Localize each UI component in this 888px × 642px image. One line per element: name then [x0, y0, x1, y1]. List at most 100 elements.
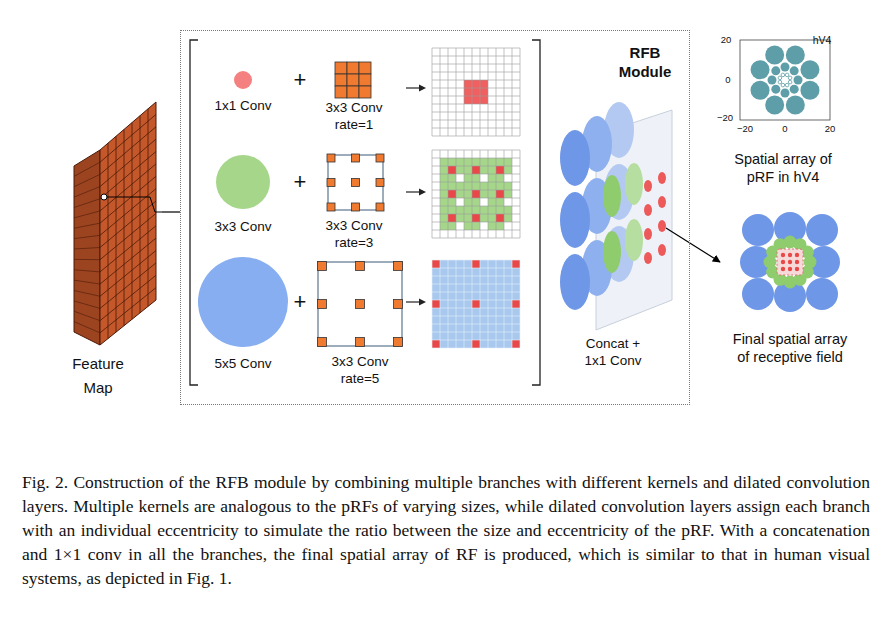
- prf-circle: [790, 85, 799, 94]
- kernel-cell: [376, 203, 384, 211]
- final-rf-panel: Final spatial array of receptive field: [720, 205, 860, 397]
- branch-arrow: [406, 301, 420, 302]
- grid-line: [432, 324, 520, 325]
- axis-tick: −20: [712, 113, 738, 123]
- kernel-rate-3: 3x3 Conv rate=3: [312, 152, 396, 255]
- branch-map: [658, 220, 666, 232]
- grid-cell: [472, 96, 480, 104]
- grid-line: [480, 260, 481, 348]
- feature-map-grid: [74, 109, 156, 339]
- prf-circle: [765, 95, 784, 114]
- grid-line: [440, 150, 441, 238]
- brick-line: [124, 129, 125, 325]
- grid-line: [432, 348, 520, 349]
- grid-cell: [456, 166, 464, 174]
- grid-cell: [448, 222, 456, 230]
- grid-cell: [456, 158, 464, 166]
- kernel-cell: [347, 74, 359, 86]
- grid-cell: [480, 158, 488, 166]
- grid-line: [464, 48, 465, 136]
- grid-line: [448, 150, 449, 238]
- grid-cell: [504, 158, 512, 166]
- grid-line: [432, 198, 520, 199]
- hv4-axes: [740, 40, 830, 120]
- feature-leader: [107, 197, 162, 212]
- grid-cell: [464, 88, 472, 96]
- kernel-cell: [335, 62, 347, 74]
- feature-point: [101, 194, 107, 200]
- arrow-head: [419, 85, 426, 92]
- grid-line: [472, 260, 473, 348]
- grid-line: [432, 120, 520, 121]
- grid-line: [432, 206, 520, 207]
- grid-line: [520, 150, 521, 238]
- brick-line: [140, 116, 141, 313]
- grid-cell: [472, 260, 480, 268]
- prf-circle: [781, 83, 785, 87]
- grid-cell: [464, 198, 472, 206]
- grid-cell: [480, 166, 488, 174]
- grid-cell: [488, 222, 496, 230]
- brick-line: [74, 162, 100, 176]
- prf-circle: [768, 76, 777, 85]
- branch-map: [603, 231, 621, 273]
- conv-3x3: 3x3 Conv: [205, 154, 281, 239]
- grid-line: [520, 48, 521, 136]
- prf-circle: [788, 80, 792, 84]
- grid-line: [504, 150, 505, 238]
- prf-circle: [788, 76, 792, 80]
- grid-cell: [440, 222, 448, 230]
- grid-cell: [440, 190, 448, 198]
- brick-line: [74, 223, 100, 228]
- receptive-grids: [432, 48, 520, 348]
- grid-line: [440, 48, 441, 136]
- grid-line: [440, 260, 441, 348]
- kernel-cell: [327, 154, 335, 162]
- kernel-cell: [376, 154, 384, 162]
- grid-cell: [480, 214, 488, 222]
- grid-cell: [480, 96, 488, 104]
- grid-cell: [496, 214, 504, 222]
- conv-5x5: 5x5 Conv: [195, 255, 291, 379]
- conv-5x5-circle: [198, 257, 288, 347]
- node-label: RFB Module: [614, 44, 676, 82]
- branch-map: [560, 254, 590, 310]
- grid-line: [456, 150, 457, 238]
- grid-line: [432, 214, 520, 215]
- grid-line: [488, 48, 489, 136]
- kernel-cell: [352, 203, 360, 211]
- kernel-cell: [318, 300, 327, 309]
- grid-line: [432, 276, 520, 277]
- grid-cell: [440, 214, 448, 222]
- rf-dot: [781, 253, 785, 257]
- branch-map: [658, 196, 666, 208]
- grid-line: [432, 56, 520, 57]
- grid-line: [432, 300, 520, 301]
- branch-map: [644, 252, 652, 264]
- grid-line: [432, 316, 520, 317]
- grid-line: [432, 268, 520, 269]
- node-label: hV4: [808, 34, 836, 47]
- rf-circle: [742, 214, 774, 246]
- axis-tick: 20: [819, 124, 841, 134]
- hv4-prf-array: [751, 46, 820, 115]
- brick-line: [74, 187, 100, 198]
- grid-cell: [448, 174, 456, 182]
- rf-dot: [795, 253, 799, 257]
- prf-circle: [778, 76, 782, 80]
- grid-line: [472, 48, 473, 136]
- grid-line: [432, 72, 520, 73]
- grid-line: [432, 260, 520, 261]
- brick-line: [74, 280, 100, 284]
- rf-circle: [742, 278, 774, 310]
- node-label: Final spatial array of receptive field: [725, 330, 855, 366]
- kernel-cell: [394, 262, 403, 271]
- rfb-module-box: RFB Module1x1 Conv3x3 Conv rate=13x3 Con…: [180, 30, 690, 405]
- brick-line: [74, 301, 100, 309]
- feature-map-side: [74, 150, 100, 345]
- kernel-cell: [318, 262, 327, 271]
- grid-line: [432, 48, 433, 136]
- plus-sign: +: [290, 170, 310, 194]
- grid-cell: [448, 182, 456, 190]
- grid-cell: [448, 190, 456, 198]
